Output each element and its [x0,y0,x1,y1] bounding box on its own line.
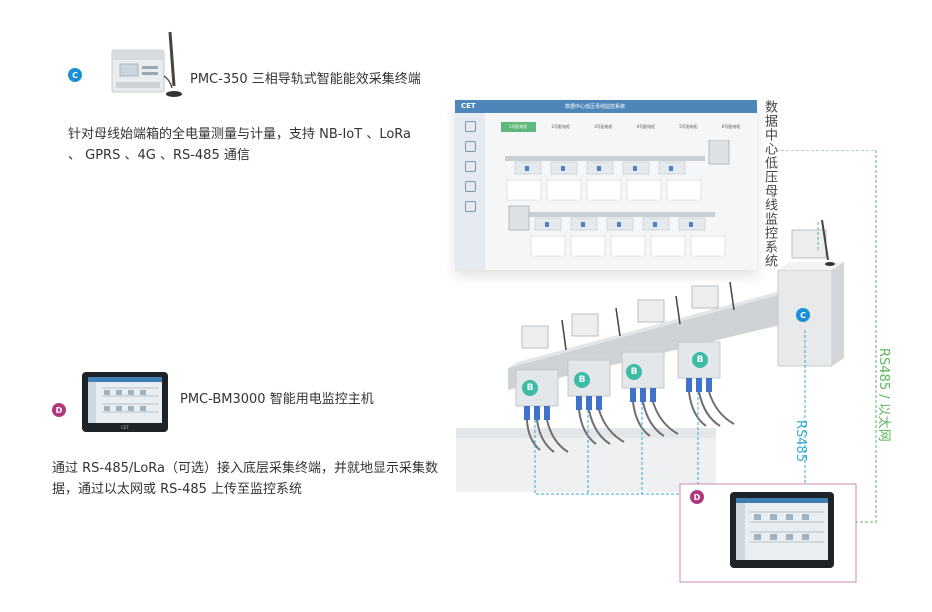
monitor-logo: CET [461,102,476,110]
monitor-screen: CET 数据中心低压母线监控系统 1号配电柜 2号配电柜 3号配电柜 4号配电柜… [455,100,757,270]
monitor-tab[interactable]: 3号配电柜 [594,124,613,129]
monitor-tab[interactable]: 1号配电柜 [501,122,536,132]
diagram-badge-b: B [692,352,708,368]
badge-c: C [68,68,82,82]
diagram-badge-d: D [690,490,704,504]
monitor-tabs: 1号配电柜 2号配电柜 3号配电柜 4号配电柜 5号配电柜 6号配电柜 [501,122,748,132]
monitor-tab[interactable]: 6号配电柜 [721,124,741,129]
bm3000-logo: CET [121,425,129,430]
pmc-bm3000-device-image: CET [82,372,168,432]
monitor-title: 数据中心低压母线监控系统 [565,104,626,110]
monitor-tab[interactable]: 5号配电柜 [679,124,698,129]
monitor-header: CET 数据中心低压母线监控系统 [455,100,757,113]
badge-d: D [52,403,66,417]
diagram-badge-b: B [626,364,642,380]
diagram-badge-b: B [574,372,590,388]
monitor-tab[interactable]: 4号配电柜 [636,124,656,129]
monitor-sidebar [455,113,485,270]
pmc-350-title: PMC-350 三相导轨式智能能效采集终端 [190,72,421,87]
diagram-badge-c: C [796,308,810,322]
busbar-system-diagram [456,220,857,583]
pmc-bm3000-description: 通过 RS-485/LoRa（可选）接入底层采集终端，并就地显示采集数据，通过以… [52,461,438,497]
monitor-side-label: 数据中心低压母线监控系统 [762,100,777,268]
pmc-350-device-image [111,31,182,97]
ethernet-connection-line [776,150,877,523]
rs485-ethernet-label: RS485 / 以太网 [876,348,891,442]
pmc-350-description: 针对母线始端箱的全电量测量与计量，支持 NB-IoT 、LoRa 、 GPRS … [68,127,412,163]
pmc-bm3000-title: PMC-BM3000 智能用电监控主机 [180,392,374,407]
diagram-badge-b: B [522,380,538,396]
monitor-tab[interactable]: 2号配电柜 [551,124,571,129]
monitor-busbar-diagram [505,140,730,257]
rs485-label: RS485 [793,420,808,463]
